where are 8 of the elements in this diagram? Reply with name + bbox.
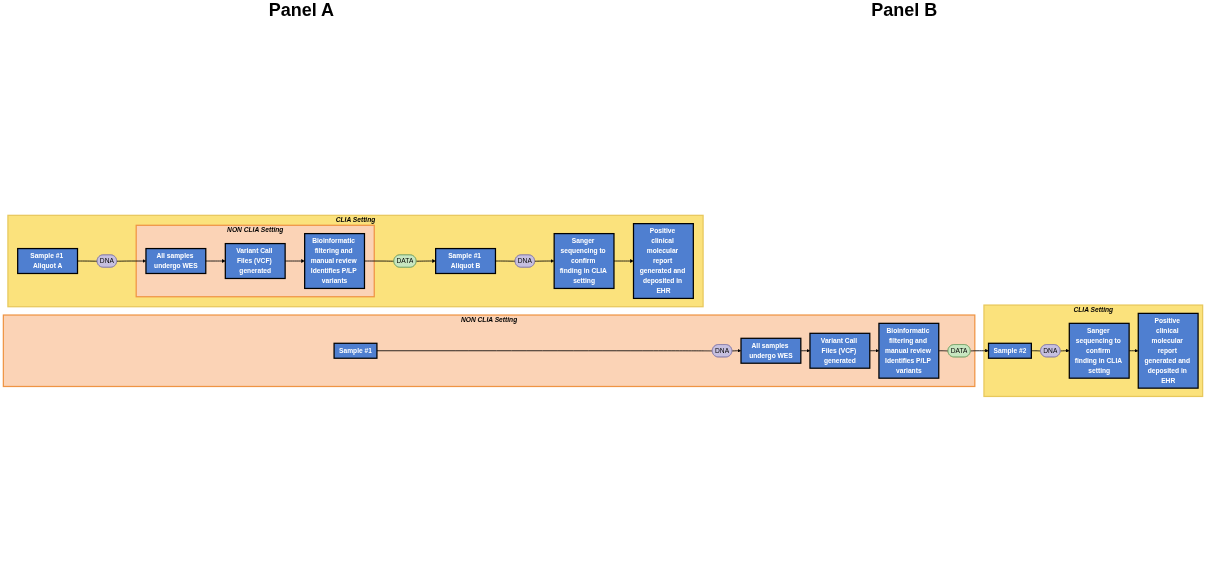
connector [376,350,713,352]
connector [1030,350,1042,352]
connector [77,260,98,262]
connector [938,350,949,352]
connector [495,260,516,262]
panel-heading: Panel A [268,0,334,22]
connector [364,260,395,262]
panel-heading: Panel B [871,0,938,22]
